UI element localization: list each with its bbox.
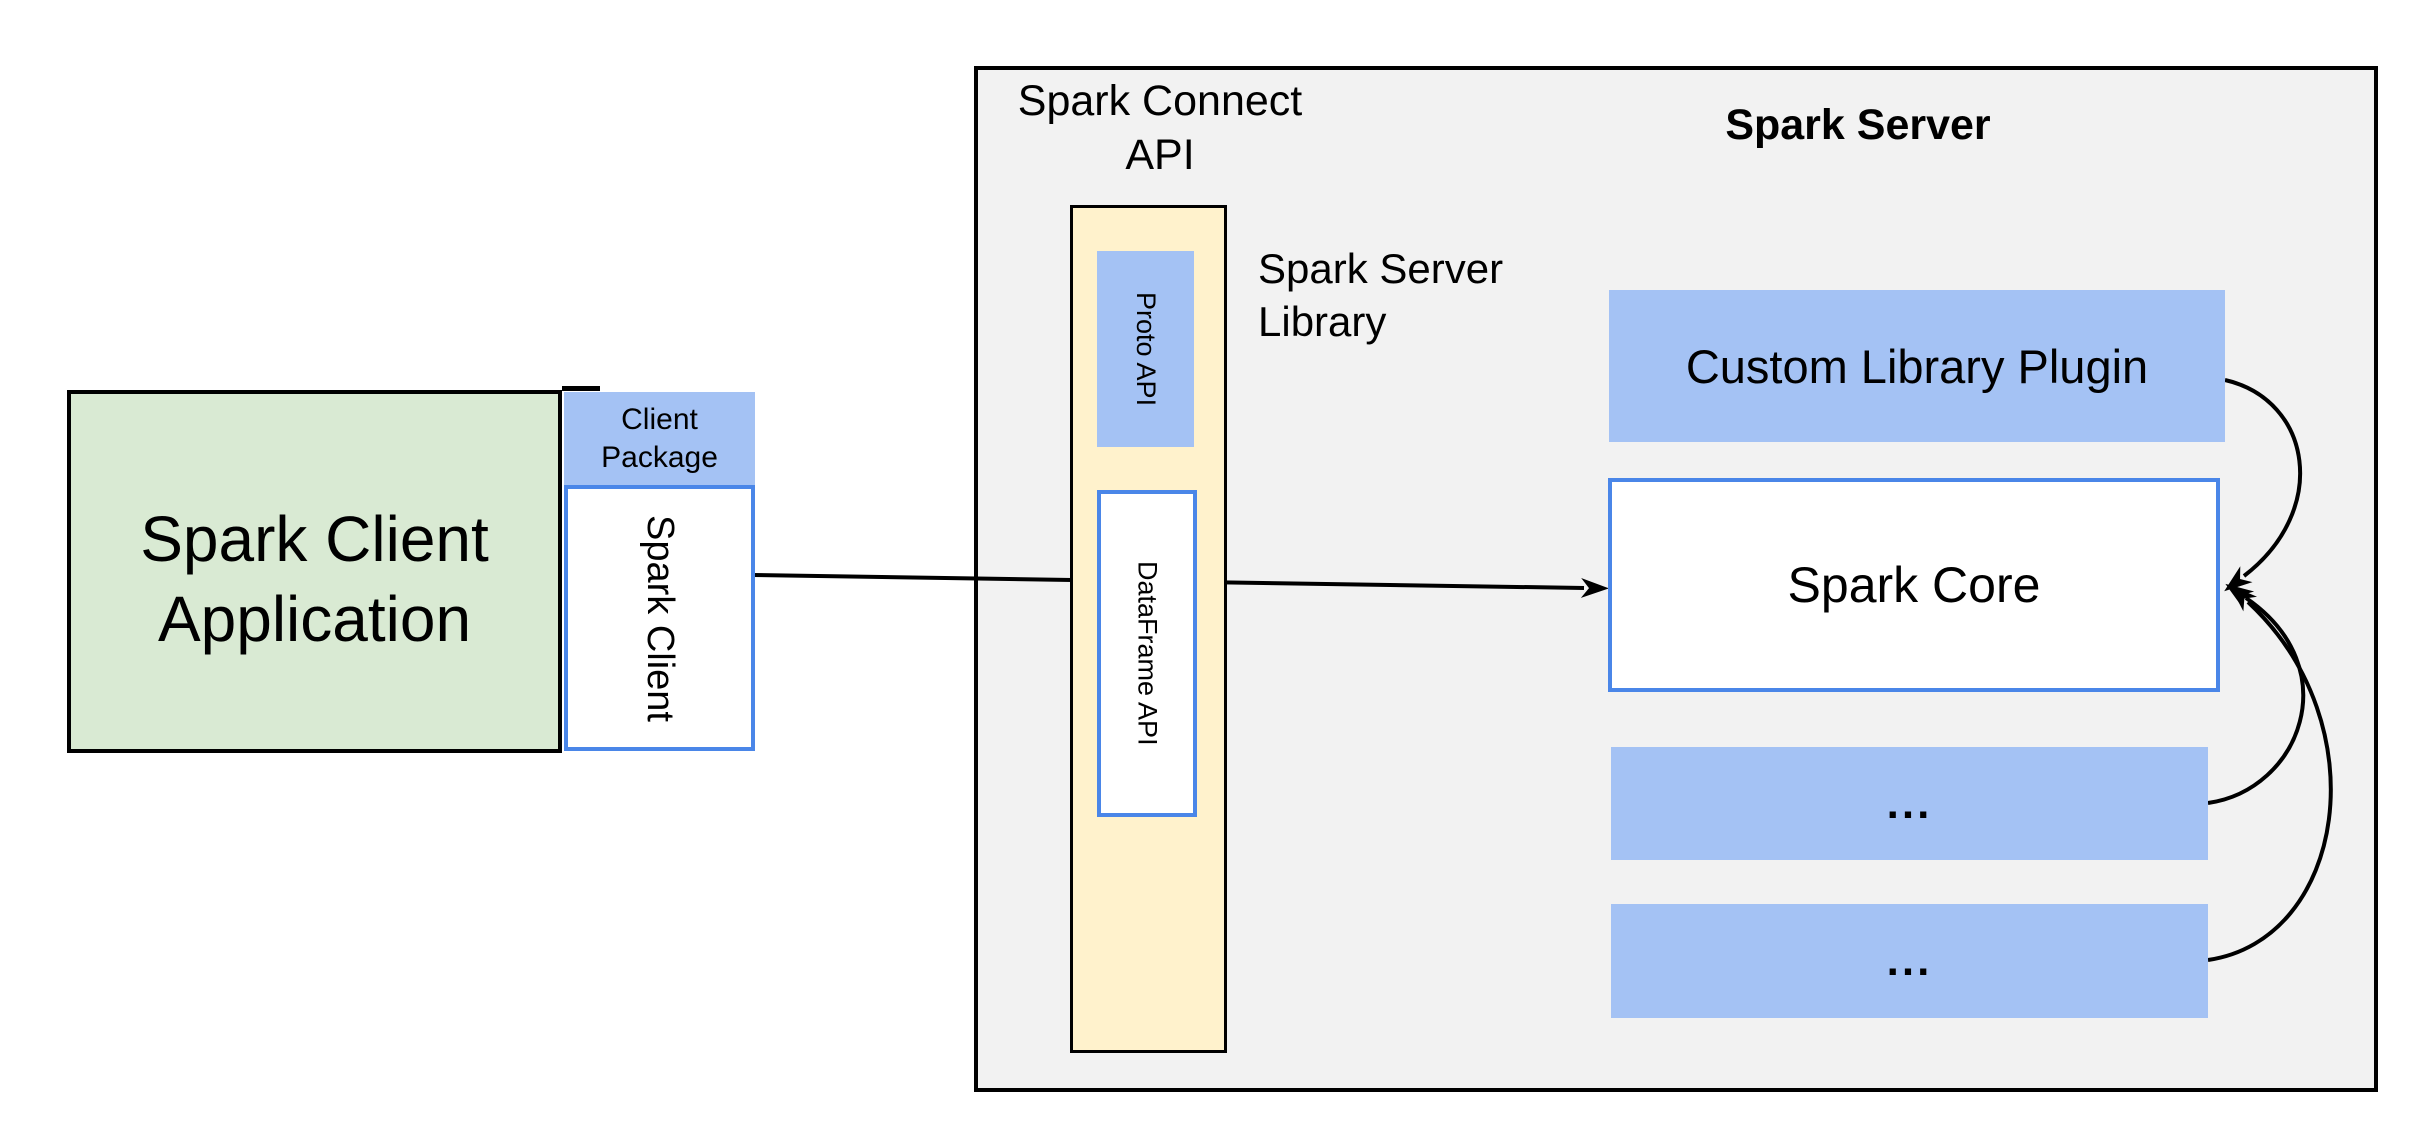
spark-client-label: Spark Client [639,514,681,722]
dataframe-api-box: DataFrame API [1097,490,1197,817]
spark-core-box: Spark Core [1608,478,2220,692]
spark-server-library-line1: Spark Server [1258,245,1504,292]
spark-connect-api-line1: Spark Connect [1017,77,1303,125]
app-label-line2: Application [157,582,472,655]
app-label-line1: Spark Client [140,502,489,575]
spark-server-library-line2: Library [1258,298,1387,345]
proto-api-box: Proto API [1097,251,1194,447]
curve-plugin-to-spark-core [2224,378,2303,592]
more-plugins-box-1: ... [1611,747,2208,860]
dataframe-api-label: DataFrame API [1132,561,1163,746]
spark-connect-api-label: Spark Connect API [960,74,1360,182]
spark-server-library-label: Spark Server Library [1258,242,1618,348]
spark-client-application-label: Spark Client Application [140,499,489,659]
client-package-line2: Package [601,440,718,474]
spark-client-application-box: Spark Client Application [67,390,562,753]
more-plugins-box-2: ... [1611,904,2208,1018]
curve-more2-to-spark-core [2207,584,2333,962]
proto-api-label: Proto API [1131,291,1161,407]
client-package-box: Client Package [564,392,755,485]
curve-more1-to-spark-core [2207,583,2305,805]
spark-server-title: Spark Server [1725,101,1991,149]
spark-client-box: Spark Client [564,485,755,751]
spark-connect-api-line2: API [1125,131,1195,179]
custom-library-plugin-box: Custom Library Plugin [1609,290,2225,442]
green-box-top-border-extension [562,386,600,391]
client-package-line1: Client [621,402,698,436]
